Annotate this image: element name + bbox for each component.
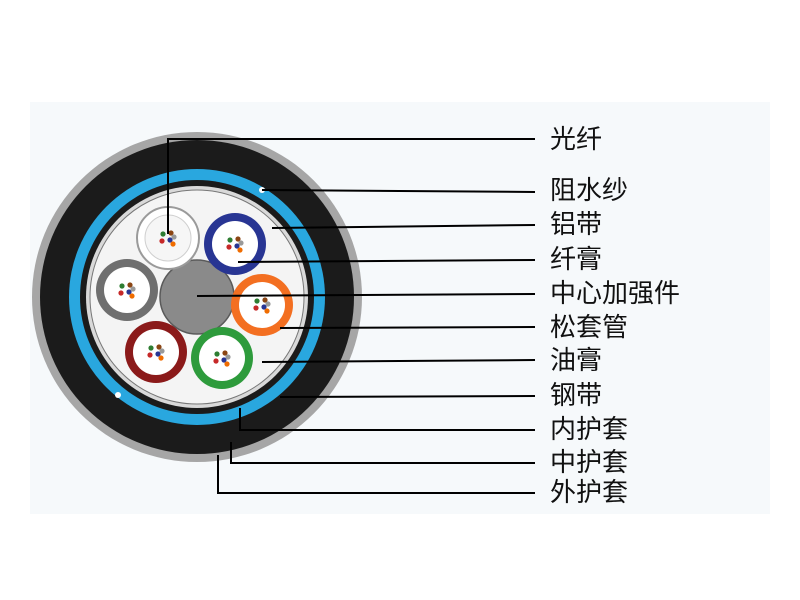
fiber-bundle	[213, 350, 231, 367]
optical-fiber	[214, 351, 220, 357]
label-inner-sheath: 内护套	[550, 415, 628, 445]
label-loose-tube: 松套管	[550, 313, 628, 343]
fiber-bundle	[226, 236, 244, 253]
loose-tubes	[96, 206, 293, 389]
label-water-block: 阻水纱	[550, 176, 628, 206]
optical-fiber	[155, 351, 161, 357]
leader-line-middle-sheath	[230, 442, 535, 464]
fiber-bundle	[147, 344, 165, 361]
leader-line-fiber	[167, 138, 535, 234]
optical-fiber	[168, 230, 174, 236]
fiber-bundle	[253, 297, 271, 314]
tube-inner	[239, 282, 285, 328]
leader-line-fiber-grease	[237, 259, 536, 263]
optical-fiber	[261, 304, 267, 310]
optical-fiber	[118, 290, 124, 296]
optical-fiber	[262, 297, 268, 303]
optical-fiber	[160, 231, 166, 237]
optical-fiber	[147, 352, 153, 358]
optical-fiber	[167, 237, 173, 243]
optical-fiber	[159, 348, 165, 354]
optical-fiber	[148, 345, 154, 351]
optical-fiber	[159, 238, 165, 244]
leader-line-outer-sheath	[217, 455, 535, 494]
optical-fiber	[253, 305, 259, 311]
label-fiber-grease: 纤膏	[550, 245, 602, 275]
leader-line-center-member	[196, 293, 536, 297]
labels: 光纤 阻水纱 铝带 纤膏 中心加强件 松套管 油膏 钢带 内护套 中护套 外护套	[550, 125, 680, 508]
tube-inner	[133, 329, 179, 375]
optical-fiber	[170, 241, 176, 247]
optical-fiber	[221, 357, 227, 363]
leader-lines	[167, 138, 536, 494]
optical-fiber	[126, 289, 132, 295]
optical-fiber	[227, 237, 233, 243]
label-steel-tape: 钢带	[550, 381, 602, 411]
fiber-bundle	[159, 230, 177, 247]
water-yarn-dot	[115, 392, 121, 398]
label-fiber: 光纤	[550, 125, 602, 155]
optical-fiber	[254, 298, 260, 304]
optical-fiber	[171, 234, 177, 240]
leader-line-aluminum-tape	[271, 224, 536, 229]
optical-fiber	[119, 283, 125, 289]
optical-fiber	[238, 240, 244, 246]
optical-fiber	[264, 308, 270, 314]
label-cable-grease: 油膏	[550, 346, 602, 376]
core-outline	[89, 189, 305, 405]
cable-cross-section	[32, 132, 362, 462]
optical-fiber-bundles	[118, 230, 271, 367]
optical-fiber	[130, 286, 136, 292]
optical-fiber	[237, 247, 243, 253]
leader-line-cable-grease	[261, 359, 536, 363]
leader-line-steel-tape	[279, 395, 536, 398]
label-outer-sheath: 外护套	[550, 478, 628, 508]
label-middle-sheath: 中护套	[550, 448, 628, 478]
optical-fiber	[225, 354, 231, 360]
optical-fiber	[156, 344, 162, 350]
label-aluminum-tape: 铝带	[550, 210, 602, 240]
optical-fiber	[158, 355, 164, 361]
leader-line-inner-sheath	[239, 408, 535, 431]
tube-inner	[212, 221, 258, 267]
central-strength-member	[160, 260, 234, 334]
leader-line-water-block	[261, 189, 536, 193]
tube-inner	[104, 267, 150, 313]
fiber-bundle	[118, 282, 136, 299]
tube-inner	[199, 335, 245, 381]
optical-fiber	[127, 282, 133, 288]
optical-fiber	[226, 244, 232, 250]
optical-fiber	[129, 293, 135, 299]
optical-fiber	[235, 236, 241, 242]
optical-fiber	[213, 358, 219, 364]
leader-line-loose-tube	[279, 326, 536, 329]
label-center-member: 中心加强件	[550, 279, 680, 309]
optical-fiber	[224, 361, 230, 367]
optical-fiber	[234, 243, 240, 249]
optical-fiber	[265, 301, 271, 307]
optical-fiber	[222, 350, 228, 356]
